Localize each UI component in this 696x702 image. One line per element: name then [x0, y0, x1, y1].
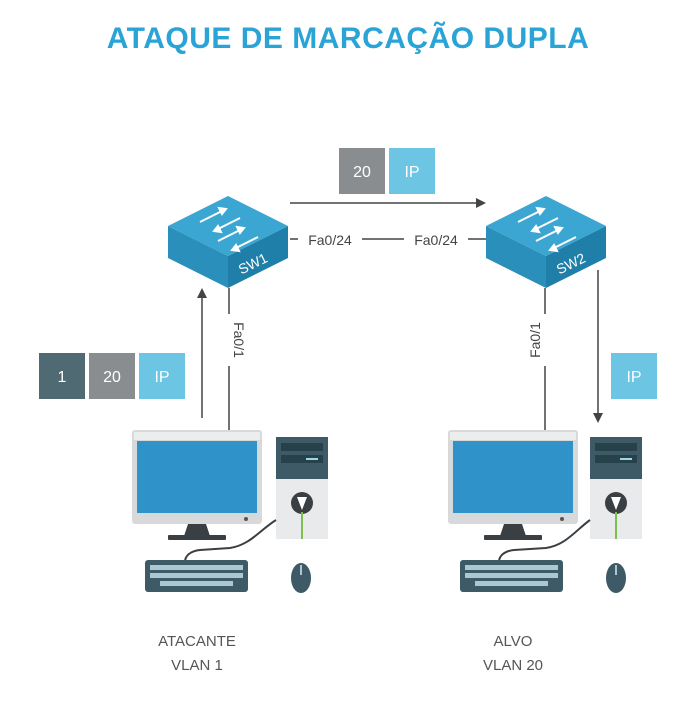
vlan-tag-label: 20	[353, 164, 371, 181]
outer-vlan-tag	[39, 353, 85, 399]
monitor-icon	[132, 430, 262, 540]
monitor-icon	[448, 430, 578, 540]
ip-payload	[611, 353, 657, 399]
tower-icon	[590, 437, 642, 539]
ip-payload	[389, 148, 435, 194]
switch-arrows-icon	[199, 206, 259, 253]
diagram-title: ATAQUE DE MARCAÇÃO DUPLA	[106, 22, 590, 55]
attacker-computer	[132, 430, 328, 593]
target-vlan: VLAN 20	[482, 657, 544, 674]
attacker-name: ATACANTE	[158, 633, 236, 650]
inner-vlan-tag	[89, 353, 135, 399]
switch-sw1: SW1	[168, 196, 288, 288]
target-frame: IP	[611, 353, 657, 399]
sw2-trunk-port-label: Fa0/24	[414, 232, 458, 248]
target-name: ALVO	[493, 633, 533, 650]
ip-payload	[139, 353, 185, 399]
target-caption: ALVO VLAN 20	[443, 630, 583, 678]
inner-vlan-tag-label: 20	[103, 369, 121, 386]
attacker-caption: ATACANTE VLAN 1	[127, 630, 267, 678]
ip-payload-label: IP	[404, 164, 419, 181]
ip-payload-label: IP	[626, 369, 641, 386]
sw2-access-port-label: Fa0/1	[527, 322, 543, 358]
mouse-icon	[606, 563, 626, 593]
keyboard-icon	[460, 560, 563, 592]
vlan-tag	[339, 148, 385, 194]
switch-arrows-icon	[517, 206, 577, 253]
tower-icon	[276, 437, 328, 539]
keyboard-icon	[145, 560, 248, 592]
outer-vlan-tag-label: 1	[58, 369, 67, 386]
switch-sw2: SW2	[486, 196, 606, 288]
sw1-access-port-label: Fa0/1	[231, 322, 247, 358]
sw1-trunk-port-label: Fa0/24	[308, 232, 352, 248]
attacker-frame: 1 20 IP	[39, 353, 185, 399]
trunk-frame: 20 IP	[339, 148, 435, 194]
ip-payload-label: IP	[154, 369, 169, 386]
attacker-vlan: VLAN 1	[171, 657, 223, 674]
target-computer	[448, 430, 642, 593]
mouse-icon	[291, 563, 311, 593]
